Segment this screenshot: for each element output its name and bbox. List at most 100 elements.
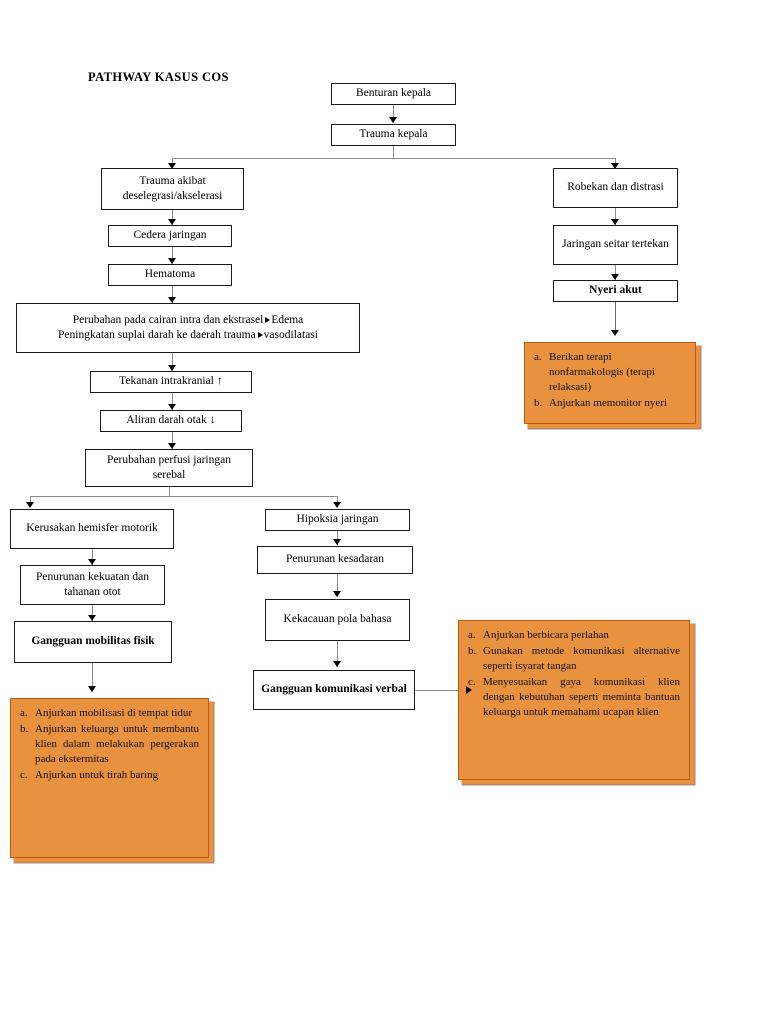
intervention-box-komunikasi: a. Anjurkan berbicara perlahan b. Gunaka… — [458, 620, 690, 780]
node-jaringan-seitar: Jaringan seitar tertekan — [553, 225, 678, 265]
list-item: b. Gunakan metode komunikasi alternative… — [468, 644, 680, 674]
arrowhead-down — [610, 330, 619, 336]
node-label: Nyeri akut — [589, 284, 642, 297]
node-label: Gangguan komunikasi verbal — [261, 683, 407, 696]
connector-aliran-to-perfusi — [172, 432, 173, 449]
intervention-list: a. Anjurkan berbicara perlahan b. Gunaka… — [468, 628, 680, 720]
connector-jaringan-to-nyeri — [615, 265, 616, 280]
list-text: Berikan terapi nonfarmakologis (terapi r… — [549, 351, 655, 393]
list-item: c. Menyesuaikan gaya komunikasi klien de… — [468, 675, 680, 720]
node-label: Trauma akibat deselegrasi/akselerasi — [122, 174, 223, 202]
list-text: Anjurkan keluarga untuk membantu klien d… — [35, 722, 199, 765]
connector-perfusi-fork-right — [337, 496, 338, 507]
connector-mobilitas-to-intervention — [92, 663, 93, 692]
list-marker: c. — [20, 768, 28, 781]
connector-nyeri-to-intervention — [615, 302, 616, 335]
node-label: Aliran darah otak↓ — [126, 412, 216, 427]
arrowhead-down — [167, 163, 176, 169]
intervention-content: a. Anjurkan mobilisasi di tempat tidur b… — [11, 699, 208, 788]
node-perubahan-perfusi: Perubahan perfusi jaringan serebal — [85, 449, 253, 487]
arrowhead-down — [25, 502, 34, 508]
list-marker: b. — [468, 644, 477, 657]
node-label: Hematoma — [144, 268, 196, 281]
perubahan-line-2: Peningkatan suplai darah ke daerah traum… — [58, 329, 318, 341]
arrowhead-down — [167, 443, 176, 449]
arrowhead-down — [87, 615, 96, 621]
connector-perubahan-to-tekanan — [172, 353, 173, 371]
node-label: Benturan kepala — [355, 87, 432, 100]
arrowhead-down — [167, 404, 176, 410]
intervention-list: a. Anjurkan mobilisasi di tempat tidur b… — [20, 706, 199, 783]
list-text: Anjurkan memonitor nyeri — [549, 396, 667, 409]
list-item: a. Berikan terapi nonfarmakologis (terap… — [534, 350, 686, 395]
connector-trauma-stem — [393, 146, 394, 158]
node-label: Tekanan intrakranial↑ — [119, 373, 223, 388]
connector-cedera-to-hematoma — [172, 247, 173, 264]
arrowhead-down — [610, 163, 619, 169]
intervention-list: a. Berikan terapi nonfarmakologis (terap… — [534, 350, 686, 411]
node-label: Hipoksia jaringan — [296, 513, 379, 526]
connector-tekanan-to-aliran — [172, 393, 173, 410]
node-label: Trauma kepala — [359, 128, 428, 141]
node-label: Robekan dan distrasi — [567, 181, 664, 194]
node-nyeri-akut: Nyeri akut — [553, 280, 678, 302]
connector-hipoksia-to-kesadaran — [337, 531, 338, 545]
arrowhead-down — [167, 258, 176, 264]
connector-perfusi-fork-bar — [30, 496, 338, 497]
node-robekan-distrasi: Robekan dan distrasi — [553, 168, 678, 208]
arrowhead-down — [87, 559, 96, 565]
node-penurunan-kekuatan: Penurunan kekuatan dan tahanan otot — [20, 565, 165, 605]
arrow-up-icon: ↑ — [216, 373, 223, 388]
list-marker: a. — [468, 629, 476, 641]
list-marker: a. — [20, 707, 28, 719]
arrowhead-down — [388, 117, 397, 123]
perubahan-line-1: Perubahan pada cairan intra dan ekstrase… — [72, 313, 304, 326]
node-tekanan-intrakranial: Tekanan intrakranial↑ — [90, 371, 252, 393]
arrowhead-down — [167, 219, 176, 225]
connector-kekacauan-to-komunikasi — [337, 641, 338, 667]
connector-trauma-fork-bar — [172, 158, 615, 159]
triangle-right-icon — [265, 316, 271, 323]
connector-kesadaran-to-kekacauan — [337, 574, 338, 597]
node-aliran-darah-otak: Aliran darah otak↓ — [100, 410, 242, 432]
list-item: c. Anjurkan untuk tirah baring — [20, 768, 199, 783]
list-item: b. Anjurkan keluarga untuk membantu klie… — [20, 722, 199, 767]
list-text: Gunakan metode komunikasi alternative se… — [483, 644, 680, 672]
connector-penurunan-to-mobilitas — [92, 605, 93, 621]
list-item: a. Anjurkan berbicara perlahan — [468, 628, 680, 643]
node-penurunan-kesadaran: Penurunan kesadaran — [257, 546, 413, 574]
node-perubahan-cairan: Perubahan pada cairan intra dan ekstrase… — [16, 303, 360, 353]
list-marker: c. — [468, 675, 476, 688]
arrow-down-icon: ↓ — [209, 412, 216, 427]
list-text: Anjurkan untuk tirah baring — [35, 768, 159, 781]
node-label: Jaringan seitar tertekan — [562, 238, 669, 251]
node-gangguan-mobilitas: Gangguan mobilitas fisik — [14, 621, 172, 663]
node-trauma-kepala: Trauma kepala — [331, 124, 456, 146]
arrowhead-right — [466, 685, 472, 694]
arrowhead-down — [332, 661, 341, 667]
list-text: Anjurkan mobilisasi di tempat tidur — [35, 707, 193, 719]
connector-benturan-to-trauma — [393, 105, 394, 123]
connector-komunikasi-to-intervention — [415, 690, 470, 691]
page-title: PATHWAY KASUS COS — [88, 70, 229, 84]
list-item: a. Anjurkan mobilisasi di tempat tidur — [20, 706, 199, 721]
list-marker: b. — [20, 722, 29, 735]
node-kerusakan-hemisfer: Kerusakan hemisfer motorik — [10, 509, 174, 549]
node-hipoksia-jaringan: Hipoksia jaringan — [265, 509, 410, 531]
node-benturan-kepala: Benturan kepala — [331, 83, 456, 105]
node-cedera-jaringan: Cedera jaringan — [108, 225, 232, 247]
arrowhead-down — [87, 686, 96, 692]
node-label: Cedera jaringan — [133, 229, 207, 242]
node-label: Penurunan kesadaran — [285, 553, 385, 566]
arrowhead-down — [167, 297, 176, 303]
node-kekacauan-pola-bahasa: Kekacauan pola bahasa — [265, 599, 410, 641]
list-text: Menyesuaikan gaya komunikasi klien denga… — [483, 675, 680, 718]
node-hematoma: Hematoma — [108, 264, 232, 286]
arrowhead-down — [610, 219, 619, 225]
intervention-content: a. Anjurkan berbicara perlahan b. Gunaka… — [459, 621, 689, 725]
intervention-content: a. Berikan terapi nonfarmakologis (terap… — [525, 343, 695, 416]
connector-akibat-to-cedera — [172, 210, 173, 225]
node-label: Kerusakan hemisfer motorik — [26, 522, 158, 535]
connector-kerusakan-to-penurunan — [92, 549, 93, 565]
